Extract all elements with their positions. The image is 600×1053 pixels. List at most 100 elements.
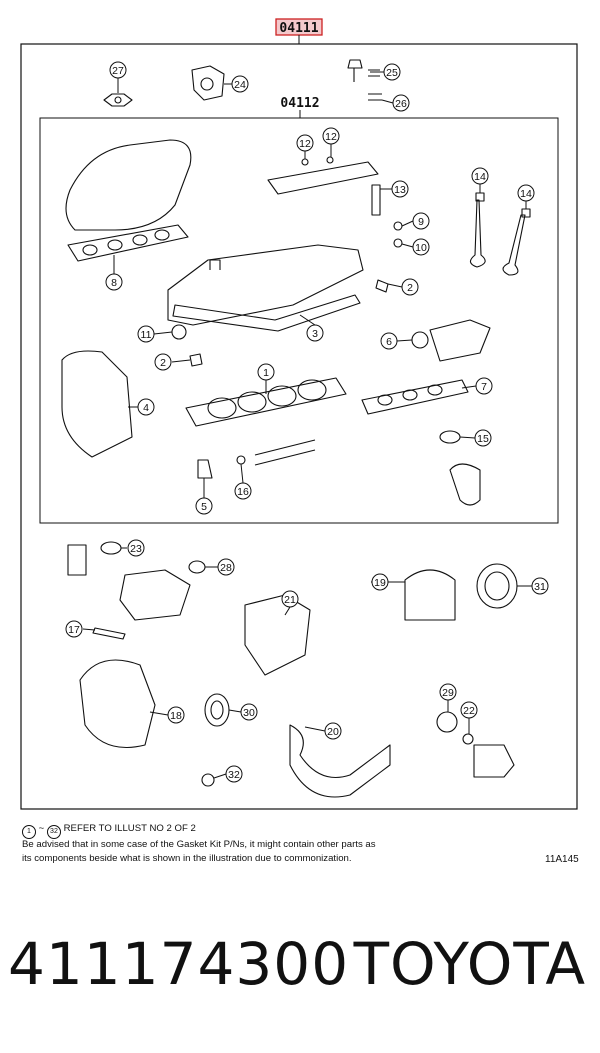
- callout-circle: [383, 63, 401, 81]
- callout-circle: [109, 61, 127, 79]
- callout-circle: [474, 429, 492, 447]
- part-number: 411174300: [8, 930, 350, 998]
- callout-number: 6: [386, 336, 392, 348]
- part-16-5-parts: [197, 439, 316, 479]
- callout-c12a: 12: [296, 134, 314, 152]
- outer-frame: [20, 43, 578, 810]
- callout-number: 24: [234, 79, 246, 91]
- callout-c7: 7: [475, 377, 493, 395]
- refer-end-circle: 32: [46, 825, 61, 839]
- callout-c11: 11: [137, 325, 155, 343]
- callout-number: 23: [130, 543, 142, 555]
- callout-circle: [412, 212, 430, 230]
- callout-circle: [296, 134, 314, 152]
- callout-circle: [217, 558, 235, 576]
- callout-c25: 25: [383, 63, 401, 81]
- callout-number: 4: [143, 402, 149, 414]
- callout-c2a: 2: [401, 278, 419, 296]
- callout-circle: [371, 573, 389, 591]
- callout-c29: 29: [439, 683, 457, 701]
- advisory-line-2: its components beside what is shown in t…: [22, 853, 352, 864]
- callout-circle: [240, 703, 258, 721]
- callout-c14a: 14: [471, 167, 489, 185]
- callout-c8: 8: [105, 273, 123, 291]
- part-6-gaskets: [411, 319, 491, 362]
- callout-c4: 4: [137, 398, 155, 416]
- callout-circle: [257, 363, 275, 381]
- callout-number: 21: [284, 594, 296, 606]
- part-4-timing-cover: [61, 350, 133, 458]
- callout-circle: [137, 398, 155, 416]
- part-27-gasket: [103, 93, 133, 107]
- part-2-grommet-b: [189, 353, 203, 367]
- callout-c28: 28: [217, 558, 235, 576]
- callout-number: 20: [327, 726, 339, 738]
- callout-circle: [475, 377, 493, 395]
- callout-c9: 9: [412, 212, 430, 230]
- refer-start-circle: 1: [22, 825, 36, 839]
- callout-number: 19: [374, 577, 386, 589]
- callout-c19: 19: [371, 573, 389, 591]
- callout-number: 3: [312, 328, 318, 340]
- callout-circle: [517, 184, 535, 202]
- callout-number: 14: [474, 171, 486, 183]
- callout-circle: [65, 620, 83, 638]
- callout-number: 17: [68, 624, 80, 636]
- part-15-seal: [439, 430, 461, 444]
- part-22-oring: [462, 733, 474, 745]
- refer-note: 1 ~ 32 REFER TO ILLUST NO 2 OF 2: [22, 822, 196, 839]
- callout-number: 9: [418, 216, 424, 228]
- inner-label: 04112: [280, 96, 319, 111]
- callout-c2b: 2: [154, 353, 172, 371]
- callout-c10: 10: [412, 238, 430, 256]
- part-18-cover: [79, 659, 156, 749]
- callout-number: 32: [228, 769, 240, 781]
- part-30-seal: [204, 693, 230, 727]
- callout-number: 22: [463, 705, 475, 717]
- callout-number: 1: [263, 367, 269, 379]
- callout-c26: 26: [392, 94, 410, 112]
- inner-frame: [39, 117, 559, 524]
- callout-circle: [167, 706, 185, 724]
- part-8-intake-manifold: [65, 139, 192, 262]
- callout-number: 11: [141, 329, 152, 341]
- callout-c13: 13: [391, 180, 409, 198]
- part-7-exhaust-gasket: [361, 379, 469, 415]
- advisory-line-1: Be advised that in some case of the Gask…: [22, 839, 376, 850]
- callout-c32: 32: [225, 765, 243, 783]
- callout-number: 10: [415, 242, 427, 254]
- part-pipe: [449, 463, 481, 506]
- callout-c27: 27: [109, 61, 127, 79]
- callout-circle: [322, 127, 340, 145]
- part-11-seal: [171, 324, 187, 340]
- callout-c17: 17: [65, 620, 83, 638]
- callout-c14b: 14: [517, 184, 535, 202]
- callout-circle: [105, 273, 123, 291]
- callout-c15: 15: [474, 429, 492, 447]
- part-32-washer: [201, 773, 215, 787]
- refer-text: REFER TO ILLUST NO 2 OF 2: [63, 823, 196, 834]
- part-1-head-gasket: [185, 377, 347, 427]
- callout-c31: 31: [531, 577, 549, 595]
- callout-circle: [234, 482, 252, 500]
- part-17-bolt: [92, 627, 126, 640]
- part-oil-filter-housing: [473, 744, 515, 778]
- callout-circle: [380, 332, 398, 350]
- callout-circle: [127, 539, 145, 557]
- callout-c21: 21: [281, 590, 299, 608]
- part-14-valves: [469, 192, 531, 276]
- callout-c20: 20: [324, 722, 342, 740]
- callout-number: 29: [442, 687, 454, 699]
- part-3-valve-cover: [167, 244, 364, 332]
- callout-number: 30: [243, 707, 255, 719]
- callout-c12b: 12: [322, 127, 340, 145]
- part-24-gasket: [191, 65, 225, 101]
- part-25-26-bolts: [347, 59, 382, 101]
- callout-number: 2: [407, 282, 413, 294]
- callout-circle: [231, 75, 249, 93]
- brand-name: TOYOTA: [353, 930, 586, 998]
- callout-c24: 24: [231, 75, 249, 93]
- callout-circle: [471, 167, 489, 185]
- part-2-grommet: [375, 279, 389, 293]
